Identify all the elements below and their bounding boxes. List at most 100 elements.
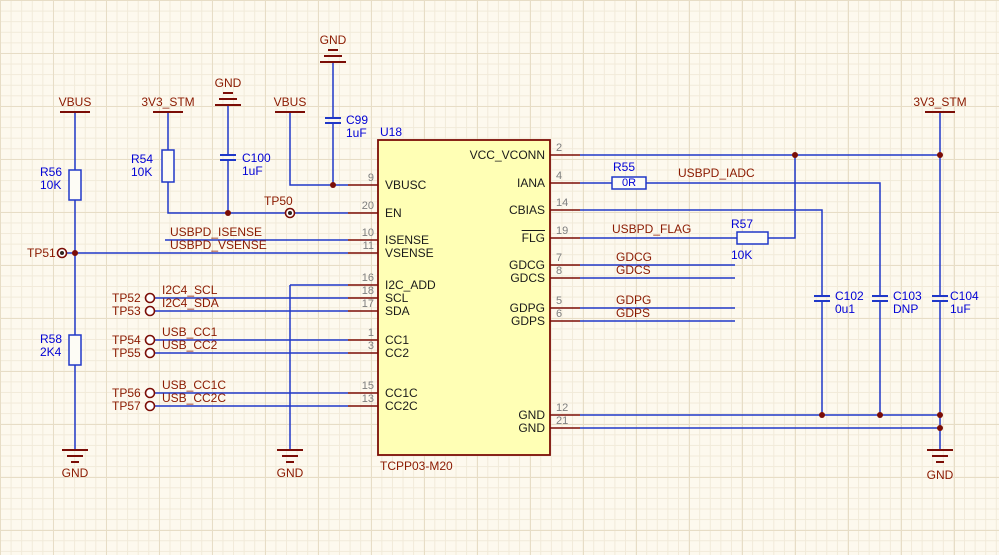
gnd-symbol-top-mid	[215, 92, 241, 106]
ground-symbols	[62, 49, 953, 463]
net-label-usbpd-isense: USBPD_ISENSE	[170, 225, 263, 239]
gnd-symbol-bottom-mid	[277, 449, 303, 463]
power-label-gnd-bottom-mid: GND	[276, 466, 304, 480]
c99-value: 1uF	[346, 126, 367, 140]
c104-value: 1uF	[950, 302, 971, 316]
power-label-gnd-top: GND	[319, 33, 347, 47]
ic-right-pin-stubs	[550, 154, 580, 429]
power-label-gnd-top-mid: GND	[214, 76, 242, 90]
c100-value: 1uF	[242, 164, 263, 178]
pin-name-sda: SDA	[385, 304, 410, 318]
resistor-r56	[68, 169, 82, 201]
net-label-usbpd-iadc: USBPD_IADC	[678, 166, 755, 180]
power-label-gnd-bottom-right: GND	[926, 468, 954, 482]
pin-number-5: 5	[556, 295, 563, 307]
test-point-pads	[56, 207, 296, 412]
c103-value: DNP	[893, 302, 919, 316]
net-label-gdps: GDPS	[616, 306, 651, 320]
testpoint-tp57	[144, 400, 156, 412]
tp51-label: TP51	[27, 246, 56, 260]
ic-u18-symbol	[348, 139, 580, 456]
power-label-3v3-left: 3V3_STM	[141, 95, 195, 109]
tp54-label: TP54	[112, 333, 141, 347]
r56-designator: R56	[40, 165, 63, 179]
pin-name-gnd-21: GND	[518, 421, 545, 435]
pin-number-9: 9	[367, 172, 374, 184]
resistor-r58	[68, 334, 82, 366]
testpoint-tp56	[144, 387, 156, 399]
pin-number-21: 21	[556, 415, 569, 427]
pin-number-13: 13	[361, 393, 374, 405]
pin-number-17: 17	[361, 298, 374, 310]
r56-value: 10K	[40, 178, 62, 192]
pin-number-20: 20	[361, 200, 374, 212]
r55-value: 0R	[621, 177, 637, 189]
capacitor-c104	[932, 295, 948, 302]
pin-number-1: 1	[367, 327, 374, 339]
power-label-gnd-bottom-left: GND	[61, 466, 89, 480]
resistor-symbols	[68, 149, 769, 366]
tp55-label: TP55	[112, 346, 141, 360]
c99-designator: C99	[346, 113, 369, 127]
pin-name-scl: SCL	[385, 291, 409, 305]
pin-name-cbias: CBIAS	[508, 203, 545, 217]
net-label-usb-cc2: USB_CC2	[162, 338, 218, 352]
capacitor-c103	[872, 295, 888, 302]
wires-left	[66, 62, 348, 450]
capacitor-c99	[325, 117, 341, 124]
ic-left-pin-stubs	[348, 184, 378, 407]
c102-value: 0u1	[835, 302, 856, 316]
capacitor-c100	[220, 154, 236, 161]
net-label-i2c4-scl: I2C4_SCL	[162, 283, 218, 297]
pin-name-vsense: VSENSE	[385, 246, 434, 260]
pin-name-en: EN	[385, 206, 402, 220]
pin-name-vcc-vconn: VCC_VCONN	[469, 148, 545, 162]
pin-name-gdps: GDPS	[510, 314, 545, 328]
pin-name-gdpg: GDPG	[509, 301, 545, 315]
pin-number-14: 14	[556, 197, 569, 209]
junction-dots	[72, 152, 943, 431]
net-label-gdcs: GDCS	[616, 263, 651, 277]
c102-designator: C102	[835, 289, 864, 303]
tp50-label: TP50	[264, 194, 293, 208]
testpoint-tp52	[144, 292, 156, 304]
pin-number-2: 2	[556, 142, 563, 154]
resistor-r57	[736, 231, 769, 245]
pin-number-19: 19	[556, 225, 569, 237]
gnd-symbol-top	[320, 49, 346, 63]
power-label-vbus-left: VBUS	[58, 95, 92, 109]
tp56-label: TP56	[112, 386, 141, 400]
wires-right	[580, 112, 941, 450]
c100-designator: C100	[242, 151, 271, 165]
r57-designator: R57	[731, 217, 754, 231]
gnd-symbol-bottom-right	[927, 449, 953, 463]
pin-name-cc2: CC2	[385, 346, 410, 360]
pin-name-i2c-add: I2C_ADD	[385, 278, 436, 292]
c104-designator: C104	[950, 289, 979, 303]
resistor-r55	[611, 176, 647, 190]
pin-number-6: 6	[556, 308, 563, 320]
net-label-usb-cc2c: USB_CC2C	[162, 391, 227, 405]
pin-name-gdcg: GDCG	[509, 258, 545, 272]
pin-name-cc1: CC1	[385, 333, 410, 347]
pin-name-cc1c: CC1C	[385, 386, 418, 400]
testpoint-tp51-center	[60, 251, 64, 255]
pin-number-4: 4	[556, 170, 563, 182]
ic-part-number: TCPP03-M20	[380, 459, 453, 473]
r57-value: 10K	[731, 248, 753, 262]
ic-body	[377, 139, 551, 456]
ic-designator: U18	[380, 125, 403, 139]
pin-name-cc2c: CC2C	[385, 399, 418, 413]
pin-name-vbusc: VBUSC	[385, 178, 427, 192]
resistor-r54	[161, 149, 175, 183]
capacitor-c102	[814, 295, 830, 302]
pin-number-3: 3	[367, 340, 374, 352]
power-label-vbus-mid: VBUS	[273, 95, 307, 109]
r58-value: 2K4	[40, 345, 62, 359]
pin-number-7: 7	[556, 252, 563, 264]
pin-name-gdcs: GDCS	[510, 271, 545, 285]
pin-name-flg: FLG	[521, 231, 545, 245]
capacitor-symbols	[220, 117, 948, 302]
